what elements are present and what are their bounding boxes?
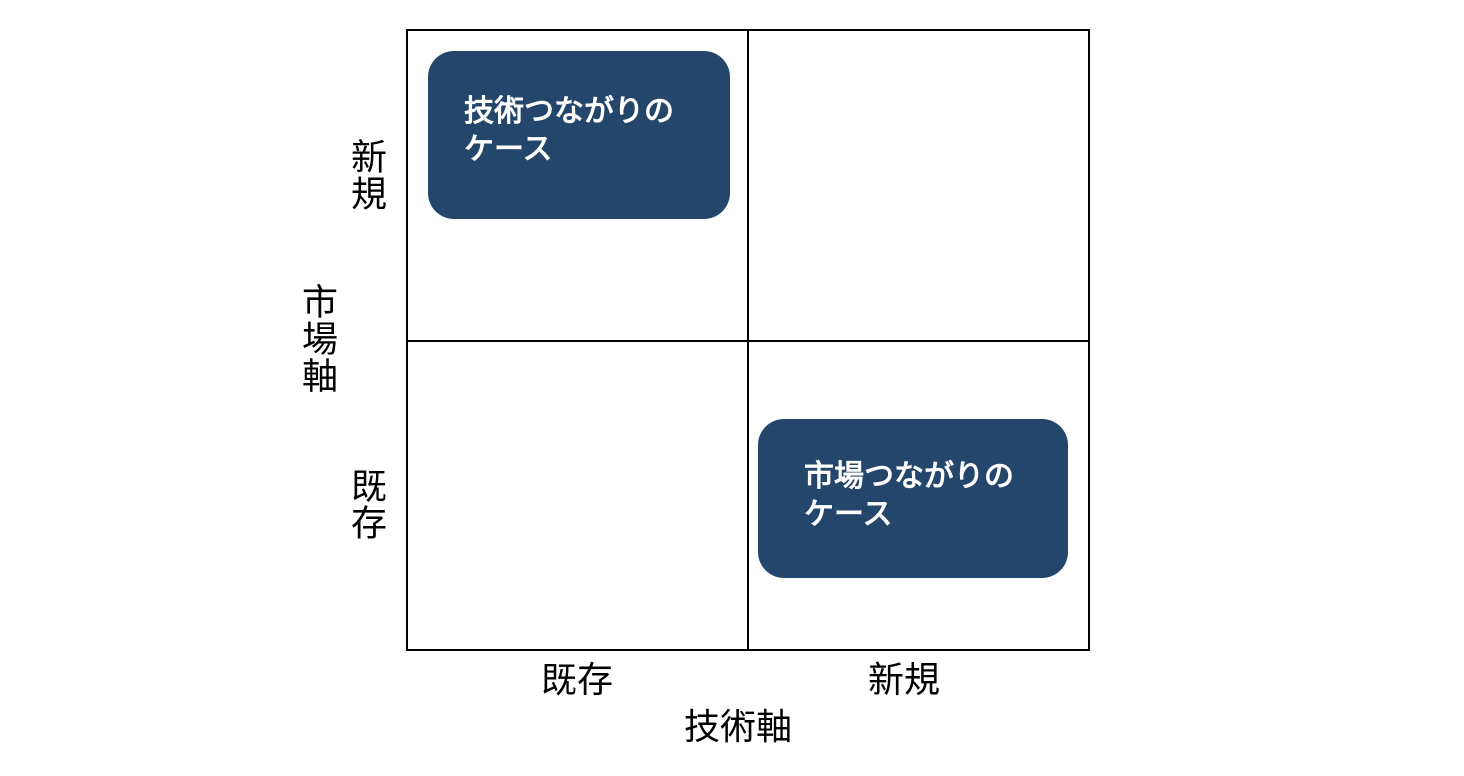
technology-axis-title: 技術軸 xyxy=(684,707,793,748)
horizontal-divider xyxy=(408,340,1088,342)
market-case-line-2: ケース xyxy=(804,497,893,532)
market-linked-case-box: 市場つながりの ケース xyxy=(758,419,1068,578)
y-axis-new-label: 新規 xyxy=(345,138,386,212)
technology-case-line-2: ケース xyxy=(464,132,553,167)
y-axis-existing-label: 既存 xyxy=(345,467,386,541)
x-axis-existing-label: 既存 xyxy=(541,660,614,701)
technology-linked-case-box: 技術つながりの ケース xyxy=(428,51,730,219)
market-axis-title: 市場軸 xyxy=(296,283,337,394)
market-case-line-1: 市場つながりの xyxy=(804,459,1014,494)
technology-case-line-1: 技術つながりの xyxy=(464,94,674,129)
quadrant-matrix: 技術つながりの ケース 市場つながりの ケース xyxy=(406,29,1090,651)
x-axis-new-label: 新規 xyxy=(868,660,941,701)
